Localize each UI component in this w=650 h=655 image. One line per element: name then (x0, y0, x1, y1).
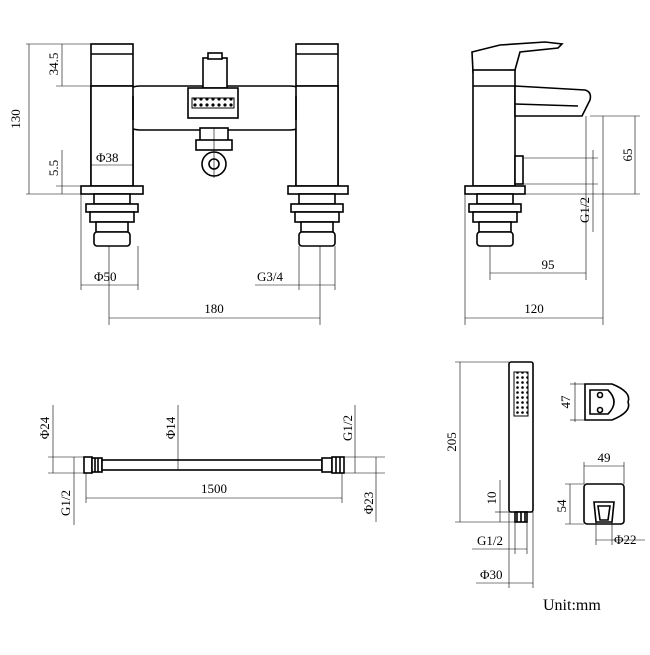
dim-front-height-base: 5.5 (46, 160, 61, 176)
dim-side-depth: 120 (524, 301, 544, 316)
lever-handle (471, 41, 564, 73)
front-view: 130 34.5 5.5 Φ38 Φ50 G3/4 180 (8, 43, 349, 325)
waterfall-spout (514, 85, 592, 117)
dim-hose-dia-hose: Φ14 (163, 416, 178, 439)
dim-handset-dia: Φ30 (480, 567, 503, 582)
handset-spray-face (513, 371, 529, 417)
left-base (80, 185, 144, 195)
dim-bracket-dia: Φ22 (614, 532, 637, 547)
dim-front-height-total: 130 (8, 109, 23, 129)
bracket-top (584, 383, 630, 421)
side-view: 65 G1/2 95 120 (464, 41, 640, 325)
dim-front-thread: G3/4 (257, 269, 284, 284)
dim-hose-dia-right: Φ23 (361, 492, 376, 515)
dim-side-reach: 95 (542, 257, 555, 272)
dim-handset-end: 10 (484, 492, 499, 505)
unit-label: Unit:mm (543, 597, 601, 614)
dim-front-height-top: 34.5 (46, 53, 61, 76)
dim-hose-length: 1500 (201, 481, 227, 496)
dim-front-dia-body: Φ38 (96, 150, 119, 165)
dim-handset-thread: G1/2 (477, 533, 503, 548)
dim-bracket-height-top: 47 (558, 395, 573, 409)
hose-view: Φ24 Φ14 G1/2 G1/2 1500 Φ23 (37, 405, 385, 525)
handset-view: 205 10 G1/2 Φ30 (444, 361, 534, 588)
aerator-mesh (191, 97, 235, 109)
side-body (472, 69, 516, 187)
dim-hose-dia-left: Φ24 (37, 416, 52, 439)
dim-bracket-height: 54 (554, 499, 569, 513)
dim-front-dia-base: Φ50 (94, 269, 117, 284)
dim-hose-thread-right: G1/2 (340, 415, 355, 441)
dim-bracket-width: 49 (598, 450, 611, 465)
right-base (287, 185, 349, 195)
dim-side-height-spout: 65 (620, 149, 635, 162)
hose-tube (101, 459, 323, 471)
dim-side-thread: G1/2 (577, 197, 592, 223)
dim-handset-length: 205 (444, 432, 459, 452)
dim-hose-thread-left: G1/2 (58, 490, 73, 516)
diverter-knob (202, 57, 228, 89)
dim-front-width: 180 (204, 301, 224, 316)
bracket-view: 47 49 54 Φ22 (554, 382, 645, 547)
